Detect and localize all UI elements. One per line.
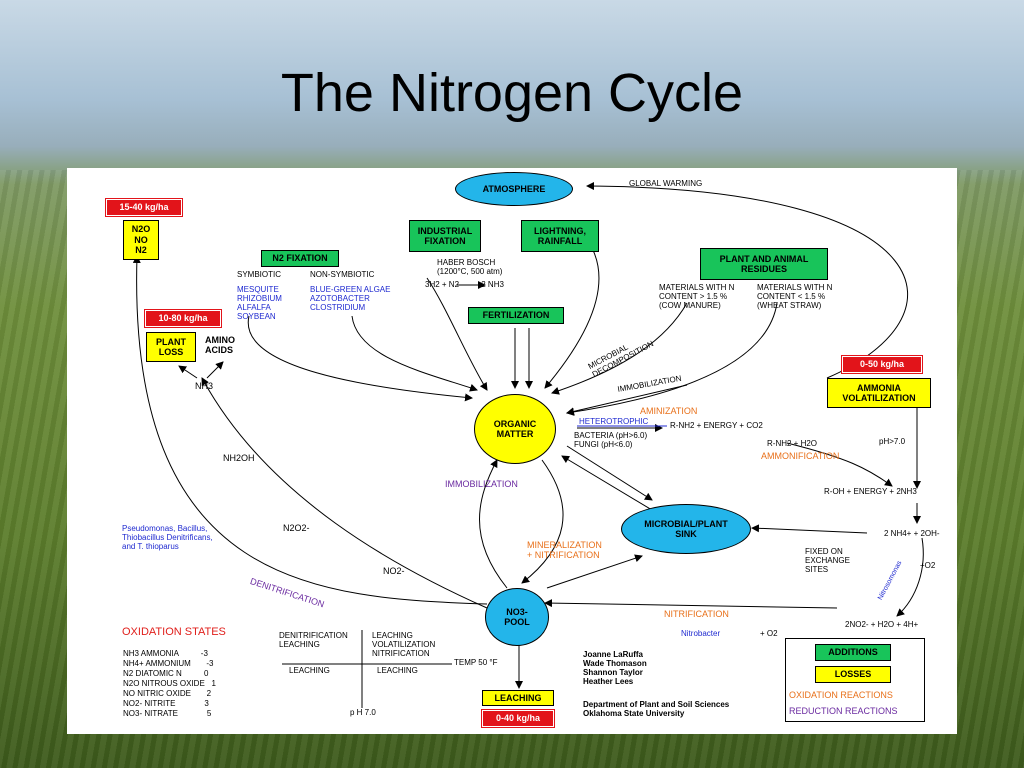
- rate-ammonia-badge: 0-50 kg/ha: [841, 355, 923, 374]
- global-warming-arrow: [586, 182, 908, 379]
- rate-leaching-badge: 0-40 kg/ha: [481, 709, 555, 728]
- ammonia-volatilization-box: AMMONIA VOLATILIZATION: [827, 378, 931, 408]
- nh3-label: NH3: [195, 381, 214, 391]
- quadrant-ph: p H 7.0: [350, 708, 376, 717]
- no2-h2o-label: 2NO2- + H2O + 4H+: [845, 620, 919, 629]
- industrial-fixation-box: INDUSTRIAL FIXATION: [409, 220, 481, 252]
- ammonification-arrow: [786, 442, 893, 487]
- lightning-rainfall-box: LIGHTNING, RAINFALL: [521, 220, 599, 252]
- bacteria-fungi-label: BACTERIA (pH>6.0) FUNGI (pH<6.0): [574, 431, 648, 449]
- residues-high-arrow: [551, 302, 688, 395]
- denitrifier-organisms-label: Pseudomonas, Bacillus, Thiobacillus Deni…: [122, 524, 213, 551]
- quadrant-denitrification: DENITRIFICATION LEACHING: [279, 631, 348, 649]
- nonsymbiotic-arrow: [351, 315, 478, 392]
- no3-pool-oval: NO3- POOL: [485, 588, 549, 646]
- credits-names: Joanne LaRuffa Wade Thomason Shannon Tay…: [583, 650, 647, 686]
- nh2oh-label: NH2OH: [223, 453, 255, 463]
- nitrogen-cycle-diagram: ATMOSPHERE ORGANIC MATTER MICROBIAL/PLAN…: [67, 168, 957, 734]
- plus-o2-b-label: + O2: [760, 629, 778, 638]
- immobilization-up-arrow: [479, 459, 508, 589]
- ammonification-label: AMMONIFICATION: [761, 451, 840, 461]
- ph-high-label: pH>7.0: [879, 437, 906, 446]
- non-symbiotic-label: NON-SYMBIOTIC: [310, 270, 375, 279]
- rate-gases-badge: 15-40 kg/ha: [105, 198, 183, 217]
- mineralization-nitrification-label: MINERALIZATION + NITRIFICATION: [527, 540, 602, 561]
- oxidation-states-list: NH3 AMMONIA -3 NH4+ AMMONIUM -3 N2 DIATO…: [123, 649, 216, 718]
- heterotrophic-label: HETEROTROPHIC: [579, 417, 649, 426]
- symbiotic-list: MESQUITE RHIZOBIUM ALFALFA SOYBEAN: [237, 285, 282, 321]
- to-amino-acids-arrow: [206, 361, 224, 379]
- quadrant-temp: TEMP 50 °F: [454, 658, 498, 667]
- rate-plant-loss-badge: 10-80 kg/ha: [144, 309, 222, 328]
- nitrosomonas-arrow: [896, 537, 924, 617]
- reduction-reactions-legend: REDUCTION REACTIONS: [789, 706, 898, 716]
- atmosphere-oval: ATMOSPHERE: [455, 172, 573, 206]
- industrial-arrow: [426, 277, 488, 391]
- nh4-oh-label: 2 NH4+ + 2OH-: [884, 529, 940, 538]
- losses-legend-box: LOSSES: [815, 666, 891, 683]
- microbial-sink-oval: MICROBIAL/PLANT SINK: [621, 504, 751, 554]
- organic-matter-oval: ORGANIC MATTER: [474, 394, 556, 464]
- quadrant-leaching-2: LEACHING: [377, 666, 418, 675]
- credits-department: Department of Plant and Soil Sciences Ok…: [583, 700, 730, 718]
- to-plant-loss-arrow: [178, 365, 198, 379]
- aminization-label: AMINIZATION: [640, 406, 698, 416]
- fertilization-box: FERTILIZATION: [468, 307, 564, 324]
- residues-low-arrow: [566, 302, 778, 416]
- slide-title: The Nitrogen Cycle: [280, 63, 744, 123]
- plus-o2-label: +O2: [920, 561, 936, 570]
- plant-loss-box: PLANT LOSS: [146, 332, 196, 362]
- rnh2-energy-label: R-NH2 + ENERGY + CO2: [670, 421, 763, 430]
- haber-bosch-label: HABER BOSCH (1200°C, 500 atm): [437, 258, 503, 276]
- quadrant-leaching: LEACHING VOLATILIZATION NITRIFICATION: [372, 631, 436, 658]
- immobilization-arrow: [566, 384, 688, 416]
- sink-to-om-arrow: [561, 455, 658, 514]
- nh4-to-sink-arrow: [751, 524, 868, 534]
- oxidation-states-heading: OXIDATION STATES: [122, 626, 226, 638]
- gases-box: N2O NO N2: [123, 220, 159, 260]
- n2o2-label: N2O2-: [283, 523, 310, 533]
- nh3-arrow: [201, 377, 488, 609]
- arrows-layer: [132, 182, 924, 708]
- symbiotic-arrow: [247, 315, 473, 402]
- leaching-box: LEACHING: [482, 690, 554, 706]
- n2-fixation-box: N2 FIXATION: [261, 250, 339, 267]
- immobilization-mid-label: IMMOBILIZATION: [445, 479, 518, 489]
- quadrant-leaching-1: LEACHING: [289, 666, 330, 675]
- lightning-arrow: [544, 247, 600, 389]
- oxidation-reactions-legend: OXIDATION REACTIONS: [789, 690, 893, 700]
- materials-low-label: MATERIALS WITH N CONTENT < 1.5 % (WHEAT …: [757, 283, 833, 310]
- nitrification-arrow: [544, 599, 838, 609]
- plant-animal-residues-box: PLANT AND ANIMAL RESIDUES: [700, 248, 828, 280]
- materials-high-label: MATERIALS WITH N CONTENT > 1.5 % (COW MA…: [659, 283, 735, 310]
- global-warming-label: GLOBAL WARMING: [629, 179, 703, 188]
- symbiotic-label: SYMBIOTIC: [237, 270, 282, 279]
- nitrobacter-label: Nitrobacter: [681, 629, 721, 638]
- no2-label: NO2-: [383, 566, 405, 576]
- legend-frame: [785, 638, 925, 722]
- roh-energy-label: R-OH + ENERGY + 2NH3: [824, 487, 917, 496]
- non-symbiotic-list: BLUE-GREEN ALGAE AZOTOBACTER CLOSTRIDIUM: [310, 285, 391, 312]
- om-to-sink-arrow: [566, 445, 653, 501]
- mineralization-arrow: [521, 459, 564, 584]
- additions-legend-box: ADDITIONS: [815, 644, 891, 661]
- amino-acids-label: AMINO ACIDS: [205, 335, 235, 356]
- haber-equation: 3H2 + N2 2 NH3: [425, 280, 504, 289]
- denitrification-arrow: [132, 255, 488, 605]
- nitrification-label: NITRIFICATION: [664, 609, 729, 619]
- pool-to-sink-arrow: [546, 554, 643, 589]
- rnh2-h2o-label: R-NH2 + H2O: [767, 439, 818, 448]
- fixed-exchange-label: FIXED ON EXCHANGE SITES: [805, 547, 850, 574]
